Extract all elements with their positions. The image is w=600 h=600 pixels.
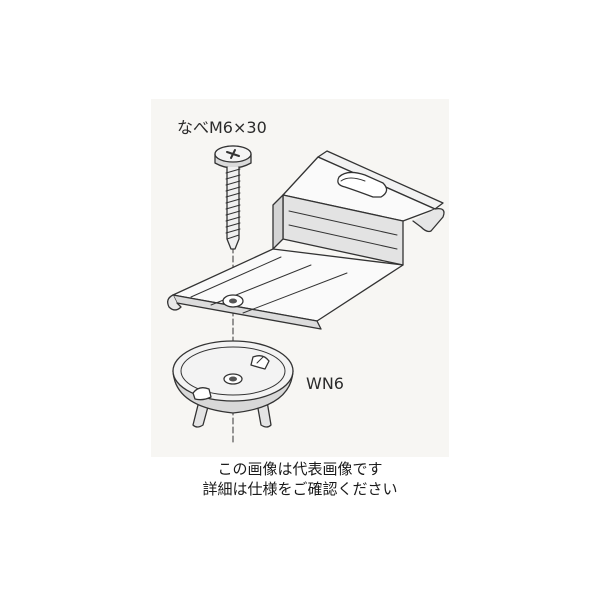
check-specifications-note: 詳細は仕様をご確認ください xyxy=(202,480,398,498)
washer-label: WN6 xyxy=(306,374,344,393)
screw-label: なべM6×30 xyxy=(177,118,267,137)
washer-wn6 xyxy=(172,340,294,428)
mounting-bracket xyxy=(167,150,445,330)
pan-head-screw xyxy=(214,145,252,250)
representative-image-note: この画像は代表画像です xyxy=(217,460,383,478)
parts-diagram xyxy=(167,145,445,445)
